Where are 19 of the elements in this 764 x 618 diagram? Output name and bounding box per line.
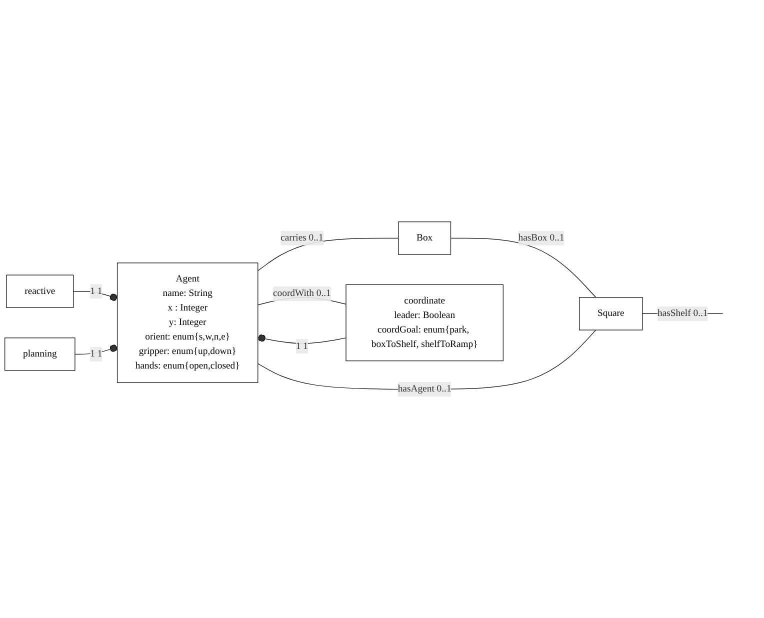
node-box: reactive <box>6 274 74 308</box>
edge-label: 1 1 <box>90 286 102 296</box>
connector <box>74 344 118 354</box>
node-box: planning <box>4 337 76 371</box>
node-box: Agent name: String x : Integer y: Integer orient: enum{s,w,n,e} gripper: enum{up,down} hands: enum{open,closed} <box>116 262 258 383</box>
connector <box>73 290 118 301</box>
edge-label: 1 1 <box>296 340 308 352</box>
edge-label: hasAgent 0..1 <box>398 384 452 394</box>
edge-label: coordWith 0..1 <box>273 288 331 298</box>
edge-label: carries 0..1 <box>280 232 324 243</box>
connector <box>258 330 596 390</box>
node-box: Box <box>398 221 452 255</box>
edge-label: hasShelf 0..1 <box>658 308 708 318</box>
node-box: coordinate leader: Boolean coordGoal: enum{park, boxToShelf, shelfToRamp} <box>346 284 504 361</box>
connector <box>450 238 596 298</box>
node-box: Square <box>579 296 643 330</box>
edge-label: 1 1 <box>90 348 102 359</box>
edge-label: hasBox 0..1 <box>518 232 564 243</box>
connector <box>258 334 346 344</box>
